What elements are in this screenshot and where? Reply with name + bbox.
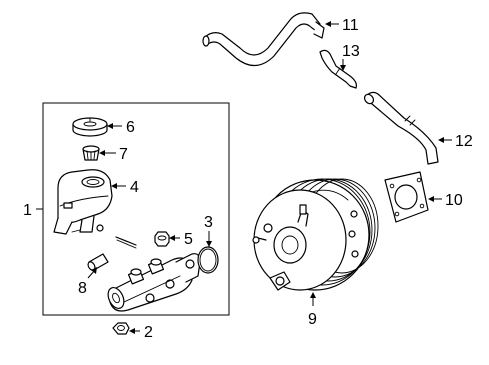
- arrow-4: [111, 183, 117, 189]
- reservoir-cap: [72, 117, 108, 137]
- master-cylinder-body: [107, 253, 201, 312]
- arrow-10: [428, 196, 434, 202]
- arrow-5: [169, 235, 175, 241]
- callout-10: 10: [445, 192, 463, 209]
- reservoir-tank: [53, 169, 113, 235]
- arrow-13: [340, 65, 346, 71]
- callout-9: 9: [308, 311, 317, 328]
- callout-2: 2: [144, 324, 153, 341]
- booster-gasket: [384, 171, 429, 223]
- callout-5: 5: [184, 231, 193, 248]
- reservoir-grommet: [154, 231, 170, 247]
- vacuum-hose-lower: [363, 91, 439, 165]
- callout-6: 6: [126, 119, 135, 136]
- vacuum-hose-upper: [202, 12, 325, 67]
- arrow-12: [438, 137, 444, 143]
- push-rod-sleeve: [87, 253, 109, 271]
- arrow-9: [310, 292, 316, 298]
- arrow-6: [107, 123, 113, 129]
- arrow-2: [129, 328, 135, 334]
- brake-booster: [252, 178, 379, 291]
- reservoir-strainer: [82, 145, 100, 161]
- callout-1: 1: [23, 202, 32, 219]
- callout-11: 11: [342, 17, 359, 34]
- o-ring-seal: [197, 246, 219, 274]
- callout-7: 7: [119, 146, 128, 163]
- callout-12: 12: [455, 133, 473, 150]
- arrow-8: [91, 267, 97, 274]
- flange-nut: [112, 322, 130, 335]
- arrow-3: [206, 241, 212, 247]
- callout-13: 13: [342, 43, 360, 60]
- callout-4: 4: [130, 179, 139, 196]
- arrow-7: [99, 150, 105, 156]
- arrow-11: [325, 21, 331, 27]
- retaining-pin: [115, 236, 137, 246]
- callout-8: 8: [78, 280, 87, 297]
- vacuum-hose-connector: [319, 49, 357, 89]
- callout-3: 3: [204, 214, 213, 231]
